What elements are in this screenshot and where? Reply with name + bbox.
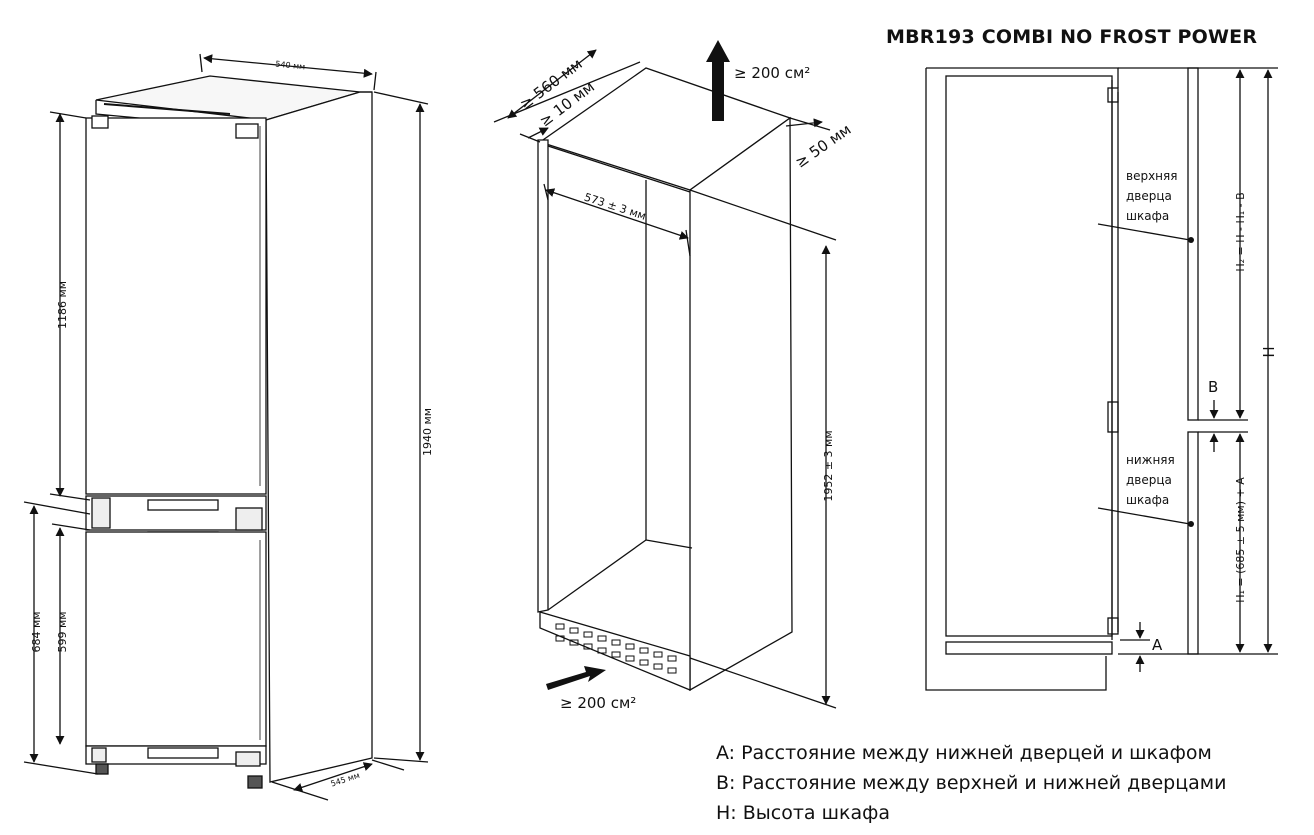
svg-text:шкафа: шкафа xyxy=(1126,493,1169,507)
fridge-lower-outer-label: 684 мм xyxy=(30,611,43,652)
svg-text:шкафа: шкафа xyxy=(1126,209,1169,223)
upper-door-label: верхняя дверца шкафа xyxy=(1126,169,1177,223)
vent-up-arrow-icon xyxy=(706,40,730,121)
niche-vent-bottom-label: ≥ 200 см² xyxy=(560,694,636,712)
niche-view xyxy=(493,49,837,709)
svg-text:верхняя: верхняя xyxy=(1126,169,1177,183)
upper-door-dot-icon xyxy=(1188,237,1194,243)
fridge-upper-height-label: 1186 мм xyxy=(56,281,69,329)
fridge-width-label: 540 мм xyxy=(275,59,306,71)
lower-door-dot-icon xyxy=(1188,521,1194,527)
svg-text:дверца: дверца xyxy=(1126,473,1172,487)
niche-width-label: 573 ± 3 мм xyxy=(582,191,647,223)
fridge-lower-inner-label: 599 мм xyxy=(56,611,69,652)
legend: A: Расстояние между нижней дверцей и шка… xyxy=(716,738,1226,828)
h1-formula-label: H₁ = (685 ± 5 мм) + A xyxy=(1234,477,1247,603)
svg-text:дверца: дверца xyxy=(1126,189,1172,203)
b-label: B xyxy=(1208,378,1218,396)
h-label: H xyxy=(1260,346,1278,357)
a-label: A xyxy=(1152,636,1163,654)
fridge-height-label: 1940 мм xyxy=(421,408,434,456)
svg-text:нижняя: нижняя xyxy=(1126,453,1175,467)
h2-formula-label: H₂ = H - H₁ - B xyxy=(1234,192,1247,271)
fridge-view xyxy=(23,53,429,801)
niche-vent-top-label: ≥ 200 см² xyxy=(734,64,810,82)
legend-item-a: A: Расстояние между нижней дверцей и шка… xyxy=(716,742,1212,764)
model-title: MBR193 COMBI NO FROST POWER xyxy=(886,26,1258,48)
side-view xyxy=(925,67,1278,691)
vent-in-arrow-icon xyxy=(546,666,606,690)
legend-item-h: H: Высота шкафа xyxy=(716,802,890,824)
legend-item-b: B: Расстояние между верхней и нижней две… xyxy=(716,772,1227,794)
niche-height-label: 1952 ± 3 мм xyxy=(822,430,835,501)
lower-door-label: нижняя дверца шкафа xyxy=(1126,453,1175,507)
